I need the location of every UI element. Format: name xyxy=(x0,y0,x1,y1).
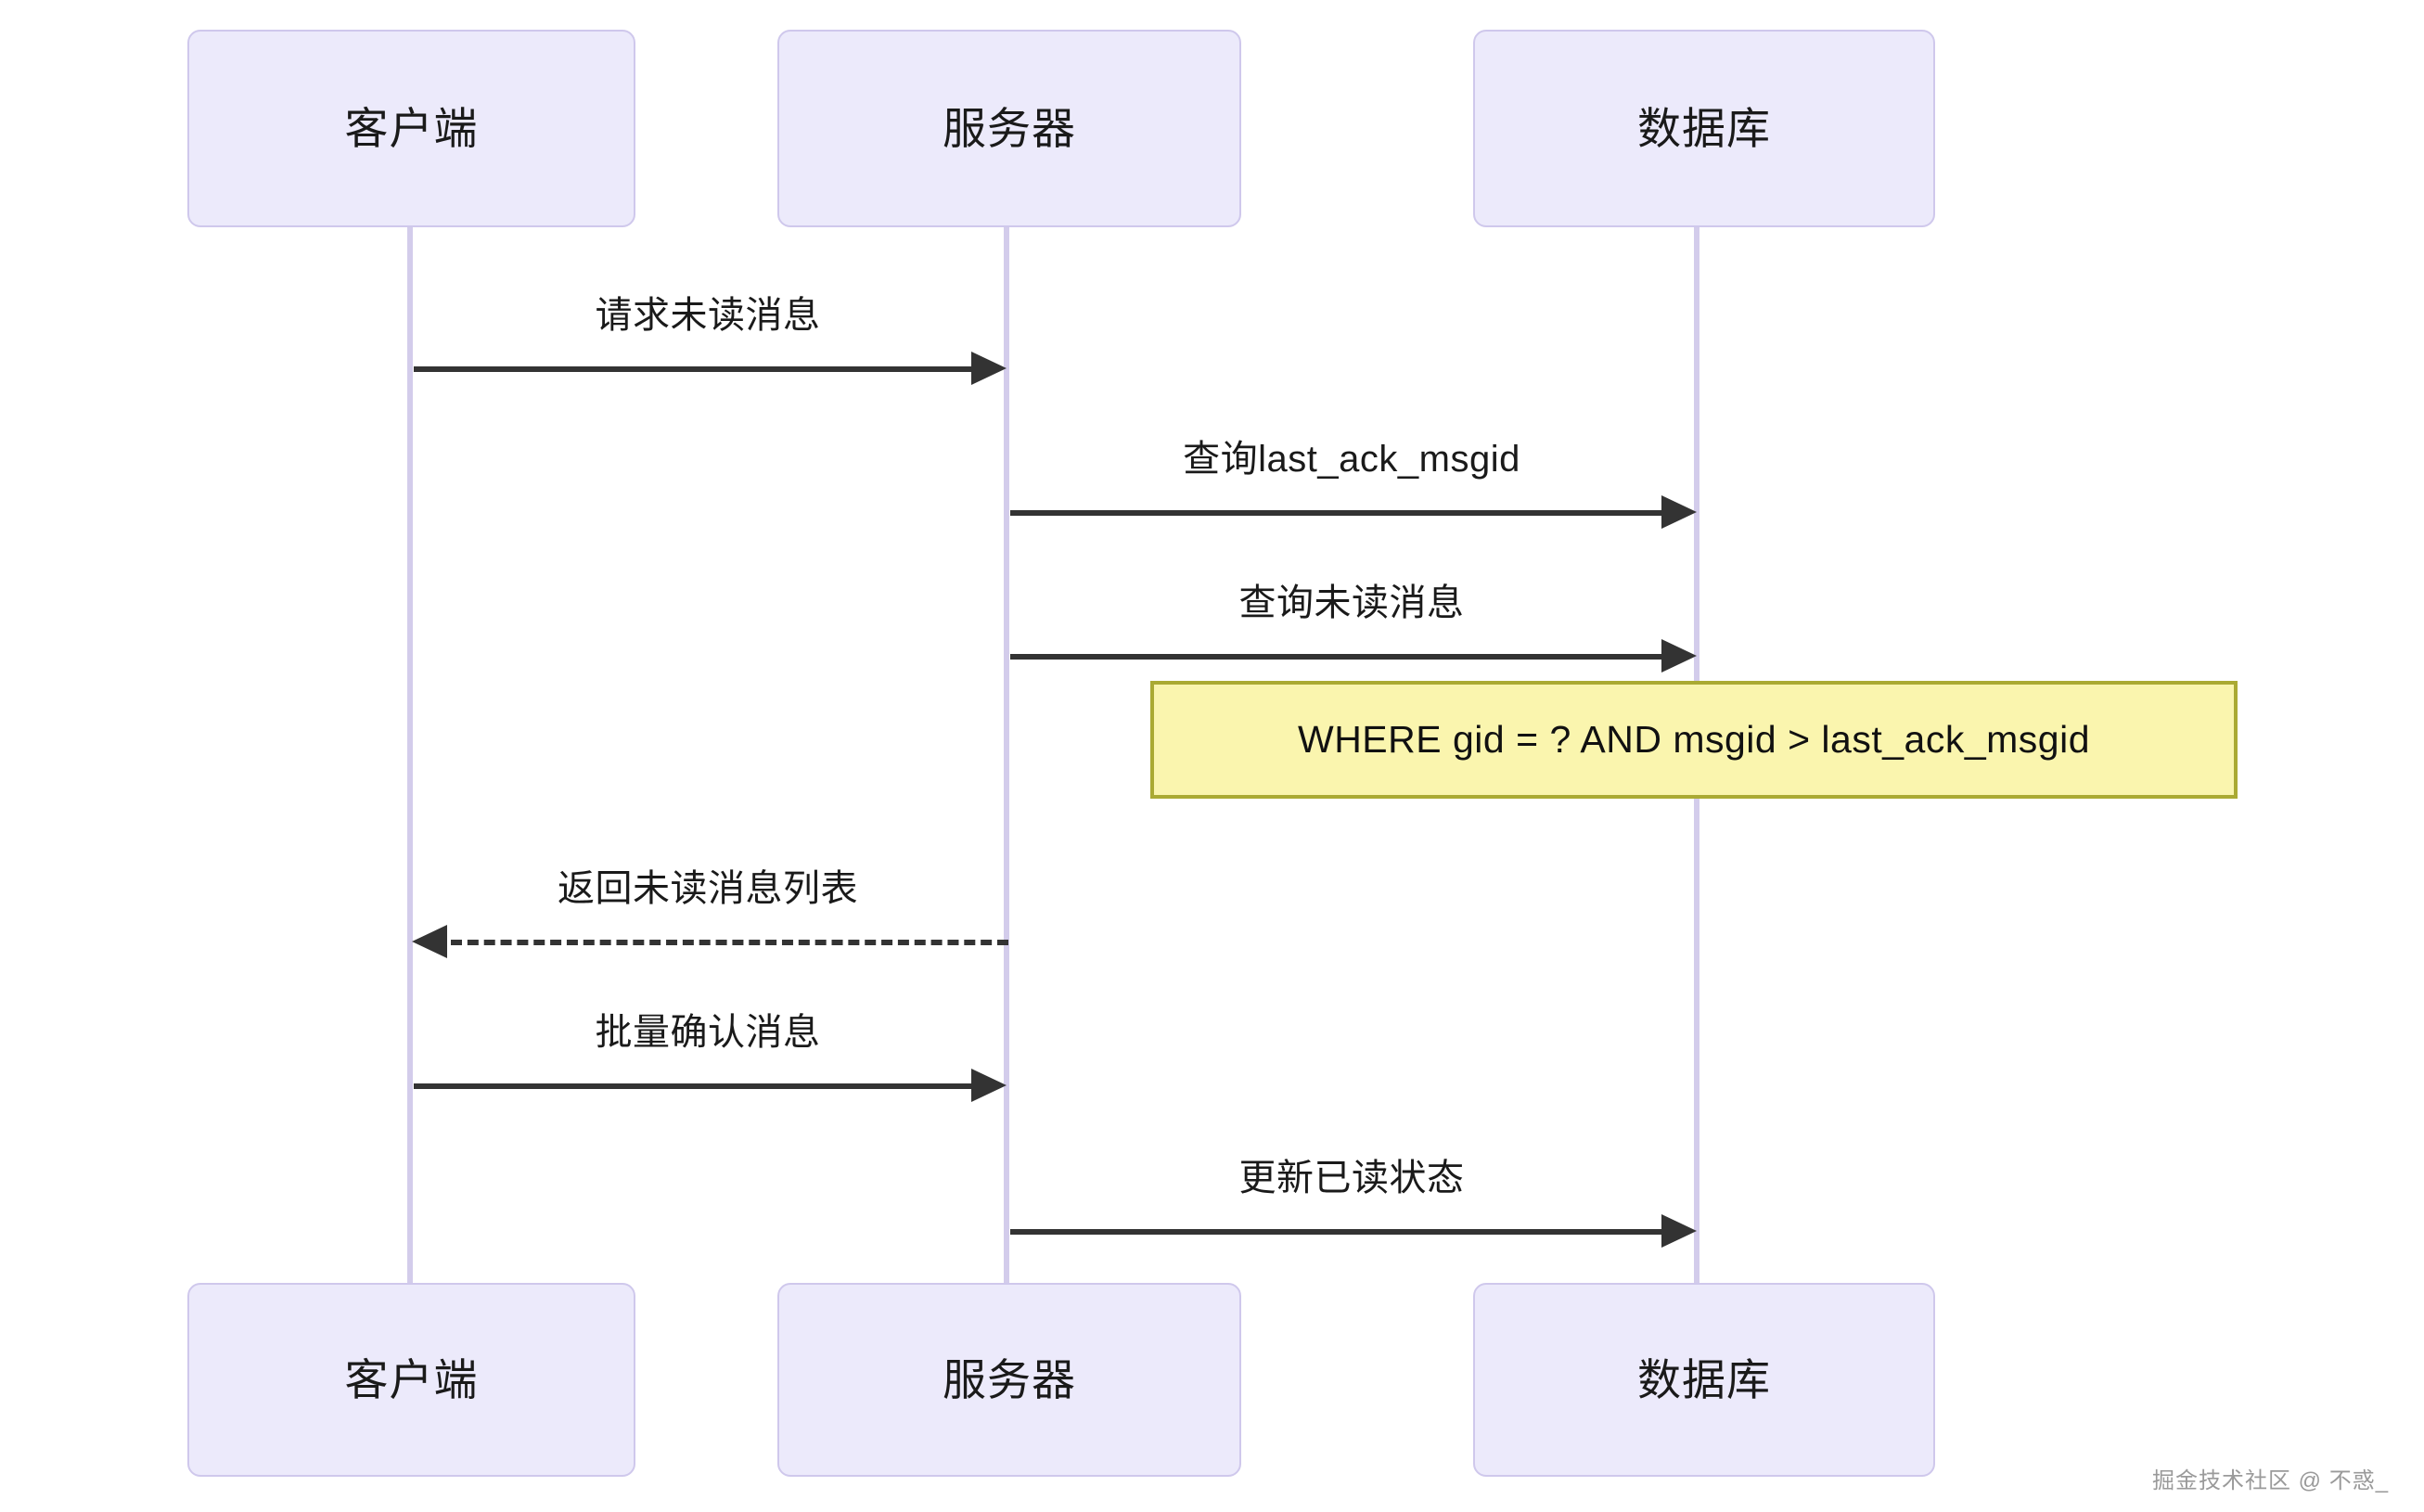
message-line-1 xyxy=(414,366,971,372)
message-arrowhead-5 xyxy=(971,1069,1007,1102)
participant-label-database-top: 数据库 xyxy=(1637,104,1771,153)
participant-box-client-top[interactable]: 客户端 xyxy=(187,30,635,227)
participant-label-database-bottom: 数据库 xyxy=(1637,1355,1771,1404)
participant-box-server-top[interactable]: 服务器 xyxy=(777,30,1241,227)
participant-label-server-bottom: 服务器 xyxy=(943,1355,1076,1404)
participant-box-client-bottom[interactable]: 客户端 xyxy=(187,1283,635,1477)
watermark: 掘金技术社区 @ 不惑_ xyxy=(2152,1468,2390,1493)
message-label-3: 查询未读消息 xyxy=(1238,583,1465,623)
lifeline-server xyxy=(1004,227,1009,1283)
message-label-6: 更新已读状态 xyxy=(1238,1158,1465,1198)
message-arrowhead-2 xyxy=(1661,495,1697,529)
message-label-1: 请求未读消息 xyxy=(595,295,821,336)
message-arrowhead-6 xyxy=(1661,1214,1697,1248)
message-label-5: 批量确认消息 xyxy=(595,1012,821,1053)
participant-label-server-top: 服务器 xyxy=(943,104,1076,153)
note-text: WHERE gid = ? AND msgid > last_ack_msgid xyxy=(1298,718,2090,761)
lifeline-client xyxy=(407,227,413,1283)
message-arrowhead-3 xyxy=(1661,639,1697,673)
message-line-6 xyxy=(1010,1229,1661,1235)
participant-box-server-bottom[interactable]: 服务器 xyxy=(777,1283,1241,1477)
message-arrowhead-1 xyxy=(971,352,1007,385)
participant-box-database-top[interactable]: 数据库 xyxy=(1473,30,1935,227)
participant-label-client-top: 客户端 xyxy=(344,104,479,153)
participant-label-client-bottom: 客户端 xyxy=(344,1355,479,1404)
message-line-5 xyxy=(414,1083,971,1089)
message-line-2 xyxy=(1010,510,1661,516)
message-line-3 xyxy=(1010,654,1661,660)
note-sql-where-clause: WHERE gid = ? AND msgid > last_ack_msgid xyxy=(1150,681,2238,799)
participant-box-database-bottom[interactable]: 数据库 xyxy=(1473,1283,1935,1477)
message-label-4: 返回未读消息列表 xyxy=(558,868,858,909)
message-arrowhead-4 xyxy=(412,925,447,958)
message-line-4 xyxy=(451,940,1008,945)
message-label-2: 查询last_ack_msgid xyxy=(1183,439,1520,480)
